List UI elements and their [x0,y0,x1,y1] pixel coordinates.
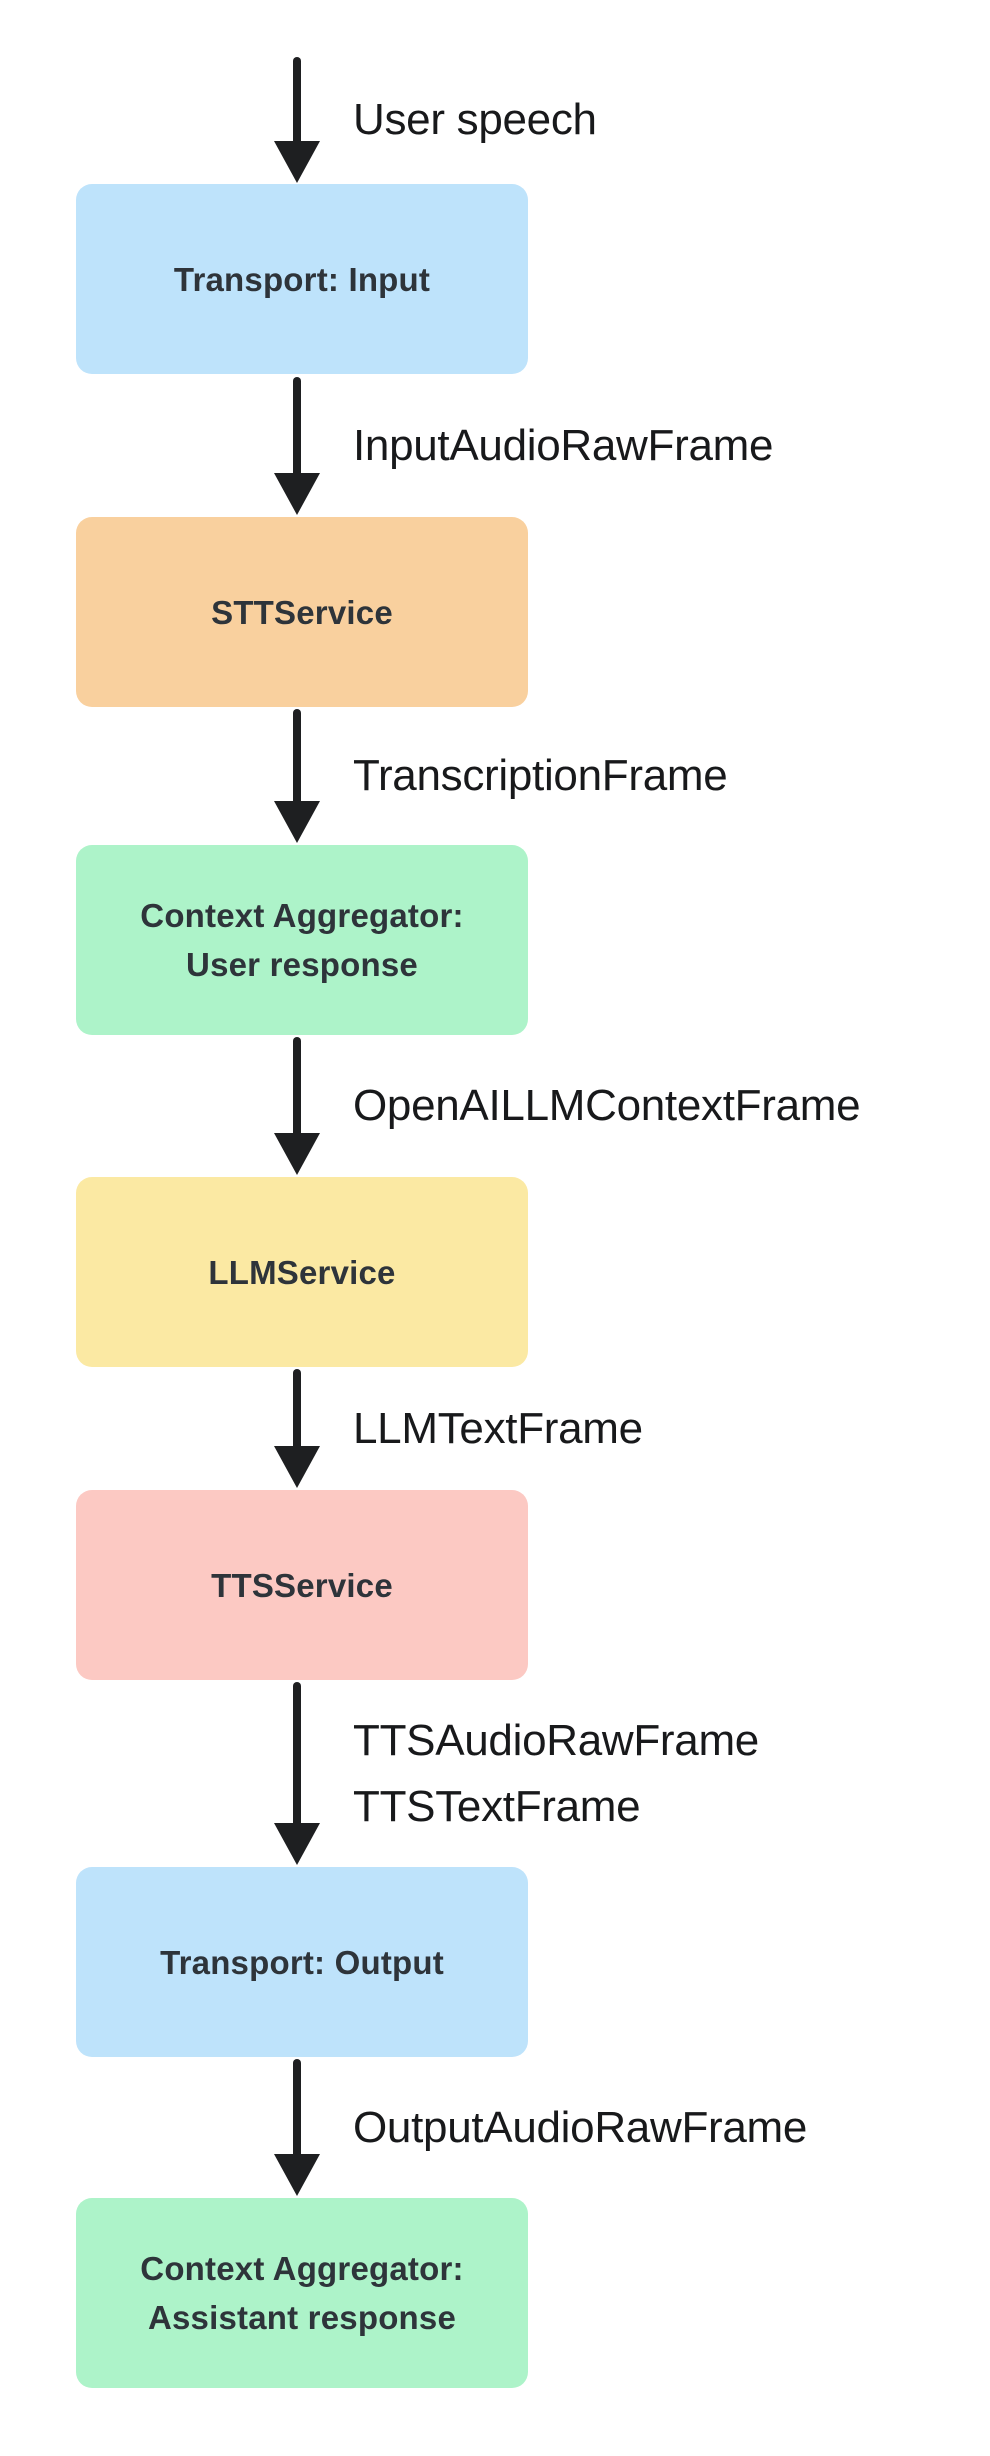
node-label: Transport: Input [173,260,431,298]
edge-label: InputAudioRawFrame [353,413,773,479]
arrow-head [274,1133,320,1175]
edge-label-line: OpenAILLMContextFrame [353,1081,861,1130]
node-transport-output: Transport: Output [76,1867,528,2057]
edge-label-line: User speech [353,95,597,144]
arrow-head [274,801,320,843]
edge-label: TTSAudioRawFrame TTSTextFrame [353,1708,759,1840]
node-label: Transport: Output [160,1943,444,1981]
arrow-shaft [293,1369,301,1447]
node-tts-service: TTSService [76,1490,528,1680]
edge-label: TranscriptionFrame [353,743,728,809]
arrow-down-icon [270,1682,324,1865]
node-label: User response [186,946,418,983]
arrow-shaft [293,2059,301,2155]
node-stt-service: STTService [76,517,528,707]
arrow-down-icon [270,1037,324,1175]
edge-tts-frames: TTSAudioRawFrame TTSTextFrame [270,1682,759,1865]
arrow-down-icon [270,57,324,183]
arrow-down-icon [270,1369,324,1488]
arrow-head [274,1446,320,1488]
arrow-shaft [293,377,301,474]
edge-label: OpenAILLMContextFrame [353,1073,861,1139]
node-label: Assistant response [147,2299,457,2336]
arrow-down-icon [270,377,324,515]
node-label: Context Aggregator: [140,2250,464,2287]
edge-label-line: TTSTextFrame [353,1781,641,1831]
edge-label: OutputAudioRawFrame [353,2095,807,2161]
edge-label-line: OutputAudioRawFrame [353,2102,808,2152]
edge-openai-llm-context-frame: OpenAILLMContextFrame [270,1037,861,1175]
arrow-shaft [293,1682,301,1824]
edge-user-speech: User speech [270,57,597,183]
arrow-head [274,1823,320,1865]
arrow-down-icon [270,709,324,843]
edge-label: User speech [353,87,597,153]
node-label: Context Aggregator: [140,897,464,934]
edge-label-line: LLMTextFrame [353,1403,643,1453]
arrow-head [274,473,320,515]
node-context-aggregator-user: Context Aggregator: User response [76,845,528,1035]
arrow-shaft [293,709,301,802]
edge-label-line: TTSAudioRawFrame [353,1715,759,1765]
arrow-head [274,141,320,183]
arrow-shaft [293,1037,301,1134]
node-transport-input: Transport: Input [76,184,528,374]
arrow-shaft [293,57,301,142]
edge-output-audio-raw-frame: OutputAudioRawFrame [270,2059,807,2196]
edge-label-line: InputAudioRawFrame [353,421,774,470]
node-llm-service: LLMService [76,1177,528,1367]
node-label: LLMService [208,1253,396,1291]
arrow-down-icon [270,2059,324,2196]
node-label: STTService [211,593,393,631]
edge-label: LLMTextFrame [353,1396,643,1462]
node-context-aggregator-assistant: Context Aggregator: Assistant response [76,2198,528,2388]
edge-transcription-frame: TranscriptionFrame [270,709,728,843]
edge-input-audio-raw-frame: InputAudioRawFrame [270,377,773,515]
arrow-head [274,2154,320,2196]
node-label: TTSService [211,1566,393,1604]
edge-label-line: TranscriptionFrame [353,751,728,800]
edge-llm-text-frame: LLMTextFrame [270,1369,643,1488]
